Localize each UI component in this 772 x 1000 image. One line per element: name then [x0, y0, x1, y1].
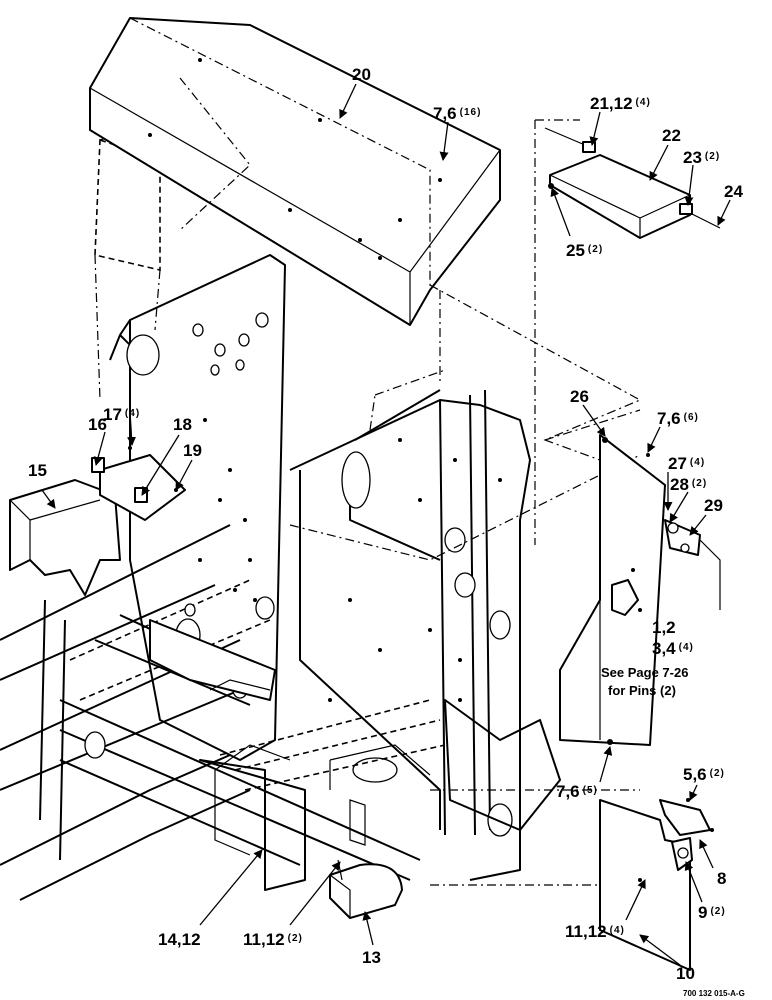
pin-note-line2: for Pins (2): [608, 683, 676, 698]
cover-13: [329, 859, 403, 919]
callout-26: 26: [570, 387, 589, 406]
callout-23: 23(2): [683, 148, 720, 167]
callout-22: 22: [662, 126, 681, 145]
callout-7-6-low: 7,6(5): [556, 782, 598, 801]
callout-9: 9(2): [698, 903, 726, 922]
top-shield-20: [89, 17, 501, 326]
callout-29: 29: [704, 496, 723, 515]
callout-27: 27(4): [668, 454, 705, 473]
callout-7-6-mid: 7,6(6): [657, 409, 699, 428]
callout-14-12: 14,12: [158, 930, 201, 949]
callout-15: 15: [28, 461, 47, 480]
callout-7-6-top: 7,6(16): [433, 104, 481, 123]
callout-5-6: 5,6(2): [683, 765, 725, 784]
drawing-code: 700 132 015-A-G: [683, 989, 745, 998]
callout-24: 24: [724, 182, 743, 201]
callout-25: 25(2): [566, 241, 603, 260]
callout-17: 17(4): [103, 405, 140, 424]
center-frame: [219, 119, 642, 886]
pin-note-line1: See Page 7-26: [601, 665, 688, 680]
callout-21-12: 21,12(4): [590, 94, 651, 113]
callout-3-4: 3,4(4): [652, 639, 694, 658]
lower-right-panel-10: [599, 798, 714, 971]
sub-shield-22: [544, 127, 721, 239]
callout-28: 28(2): [670, 475, 707, 494]
callout-20: 20: [352, 65, 371, 84]
callout-11-12-right: 11,12(4): [565, 922, 625, 941]
callout-labels: 20 7,6(16) 21,12(4) 22 23(2) 24 25(2) 26…: [28, 65, 745, 998]
callout-19: 19: [183, 441, 202, 460]
leader-lines: [41, 83, 731, 966]
callout-10: 10: [676, 964, 695, 983]
callout-13: 13: [362, 948, 381, 967]
right-panel-26: [559, 434, 721, 746]
callout-1-2: 1,2: [652, 618, 676, 637]
callout-18: 18: [173, 415, 192, 434]
callout-8: 8: [717, 869, 726, 888]
callout-16: 16: [88, 415, 107, 434]
callout-11-12-left: 11,12(2): [243, 930, 303, 949]
